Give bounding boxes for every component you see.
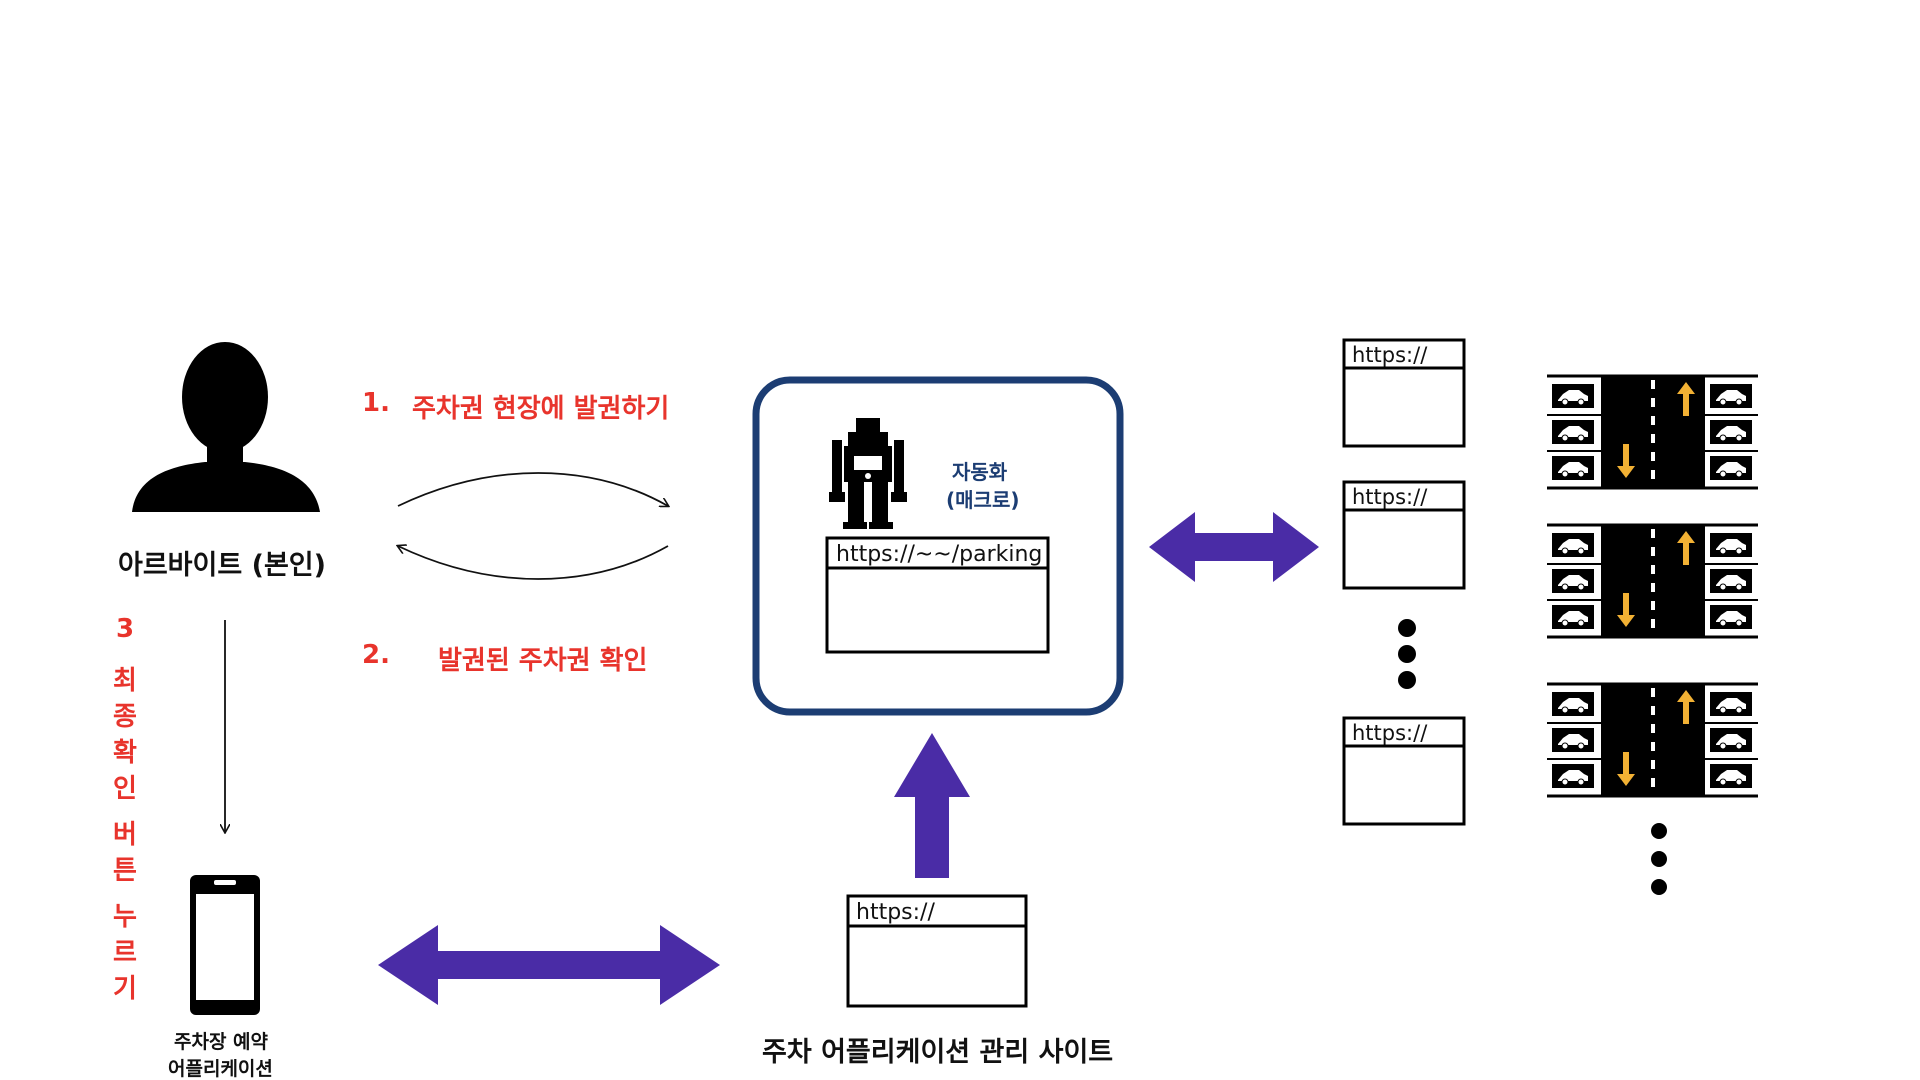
issue-ticket-arrow — [397, 472, 668, 506]
car-icon — [1552, 420, 1594, 444]
car-icon — [1710, 605, 1752, 629]
step2-number: 2. — [362, 640, 390, 670]
step3-char: 종 — [113, 702, 137, 732]
car-icon — [1710, 384, 1752, 408]
site-url: https:// — [1352, 343, 1428, 367]
car-icon — [1710, 692, 1752, 716]
step1-number: 1. — [362, 388, 390, 418]
phone-app-label-line2: 어플리케이션 — [168, 1058, 273, 1080]
step3-char: 버 — [113, 820, 137, 850]
admin-site-label: 주차 어플리케이션 관리 사이트 — [762, 1037, 1114, 1068]
car-icon — [1710, 456, 1752, 480]
site-ellipsis-dots — [1398, 619, 1416, 689]
step3-number: 3 — [115, 614, 135, 644]
car-icon — [1552, 456, 1594, 480]
smartphone-icon — [190, 875, 260, 1015]
car-icon — [1710, 533, 1752, 557]
admin-url: https:// — [856, 900, 935, 925]
parking-lots-group — [1547, 374, 1758, 798]
car-icon — [1552, 569, 1594, 593]
step3-char: 르 — [113, 938, 137, 968]
site-url: https:// — [1352, 721, 1428, 745]
car-icon — [1710, 728, 1752, 752]
person-silhouette-icon — [132, 342, 320, 512]
phone-app-label-line1: 주차장 예약 — [174, 1031, 269, 1053]
robot-icon — [829, 418, 907, 529]
admin-to-macro-up-arrow — [894, 733, 970, 878]
automation-label: 자동화 — [952, 460, 1008, 484]
step3-char: 기 — [113, 974, 137, 1004]
admin-browser-window — [846, 894, 1028, 1008]
step3-char: 인 — [113, 774, 137, 804]
car-icon — [1552, 728, 1594, 752]
parking-site-window — [1342, 716, 1466, 826]
up-arrow-icon — [1677, 531, 1695, 565]
car-icon — [1552, 384, 1594, 408]
car-icon — [1710, 764, 1752, 788]
car-icon — [1710, 569, 1752, 593]
step3-char: 확 — [113, 738, 137, 768]
step2-label: 발권된 주차권 확인 — [438, 646, 648, 676]
car-icon — [1552, 692, 1594, 716]
parking-lot-icon — [1547, 523, 1758, 639]
step3-char: 누 — [113, 902, 137, 932]
person-label: 아르바이트 (본인) — [118, 550, 326, 581]
macro-automation-box — [752, 376, 1124, 716]
car-icon — [1552, 764, 1594, 788]
up-arrow-icon — [1677, 690, 1695, 724]
car-icon — [1552, 605, 1594, 629]
parking-lot-icon — [1547, 682, 1758, 798]
parking-site-window — [1342, 338, 1466, 448]
lot-ellipsis-dots — [1651, 823, 1667, 895]
site-url: https:// — [1352, 485, 1428, 509]
macro-browser-window — [825, 536, 1050, 654]
step3-char: 튼 — [113, 856, 137, 886]
down-arrow-icon — [1617, 593, 1635, 627]
down-arrow-icon — [1617, 444, 1635, 478]
check-ticket-arrow — [398, 546, 669, 580]
macro-url: https://~~/parking — [836, 542, 1043, 567]
macro-sites-double-arrow — [1149, 512, 1319, 582]
parking-site-window — [1342, 480, 1466, 590]
car-icon — [1552, 533, 1594, 557]
step1-label: 주차권 현장에 발권하기 — [412, 394, 670, 424]
down-arrow-icon — [1617, 752, 1635, 786]
phone-admin-double-arrow — [378, 925, 720, 1005]
parking-lot-icon — [1547, 374, 1758, 490]
step3-char: 최 — [113, 666, 137, 696]
up-arrow-icon — [1677, 382, 1695, 416]
car-icon — [1710, 420, 1752, 444]
macro-label: (매크로) — [946, 488, 1020, 512]
